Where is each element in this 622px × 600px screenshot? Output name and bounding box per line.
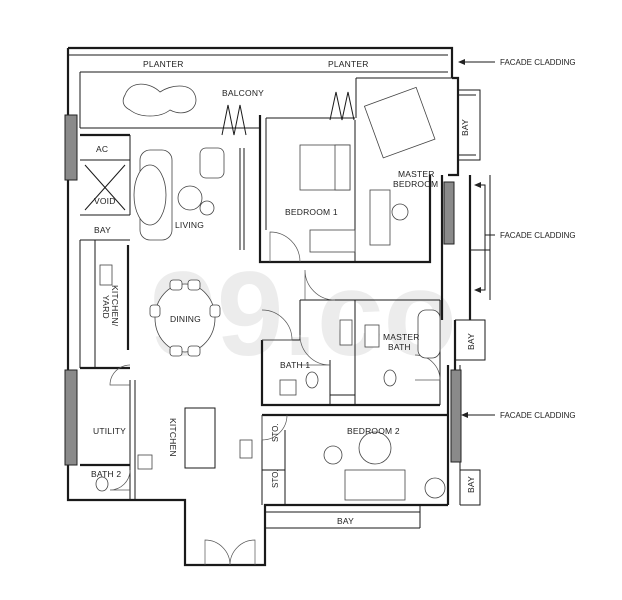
label-sto-1: STO. (271, 423, 280, 442)
label-utility: UTILITY (93, 426, 126, 436)
label-bay-bath: BAY (466, 333, 476, 350)
callout-facade-3: FACADE CLADDING (500, 411, 576, 420)
interior-walls (79, 115, 448, 505)
label-bay-left: BAY (94, 225, 111, 235)
callout-facade-2: FACADE CLADDING (500, 231, 576, 240)
label-bay-bottom: BAY (337, 516, 354, 526)
label-bay-bedroom-2: BAY (466, 476, 476, 493)
exterior-walls (66, 46, 491, 567)
label-bath-1: BATH 1 (280, 360, 310, 370)
label-kitchen: KITCHEN (168, 418, 178, 457)
doors (109, 91, 441, 566)
label-balcony: BALCONY (222, 88, 264, 98)
label-kitchen-yard-2: YARD (101, 295, 111, 319)
label-bay-master: BAY (460, 119, 470, 136)
label-bath-2: BATH 2 (91, 469, 121, 479)
facade-cladding-panels (64, 114, 462, 466)
label-master-bath-2: BATH (388, 342, 411, 352)
facade-callouts: FACADE CLADDING FACADE CLADDING FACADE C… (458, 58, 576, 420)
label-sto-2: STO. (271, 469, 280, 488)
label-planter-right: PLANTER (328, 59, 369, 69)
label-master-bath-1: MASTER (383, 332, 420, 342)
label-living: LIVING (175, 220, 204, 230)
furniture (95, 83, 446, 501)
label-dining: DINING (170, 314, 201, 324)
label-bedroom-1: BEDROOM 1 (285, 207, 338, 217)
label-master-bedroom-2: BEDROOM (393, 179, 438, 189)
label-bedroom-2: BEDROOM 2 (347, 426, 400, 436)
label-kitchen-yard-1: KITCHEN/ (110, 285, 120, 327)
callout-facade-1: FACADE CLADDING (500, 58, 576, 67)
label-ac: AC (96, 144, 108, 154)
room-labels: PLANTER PLANTER BALCONY AC VOID BAY LIVI… (91, 59, 476, 526)
label-void: VOID (94, 196, 116, 206)
label-master-bedroom-1: MASTER (398, 169, 435, 179)
label-planter-left: PLANTER (143, 59, 184, 69)
